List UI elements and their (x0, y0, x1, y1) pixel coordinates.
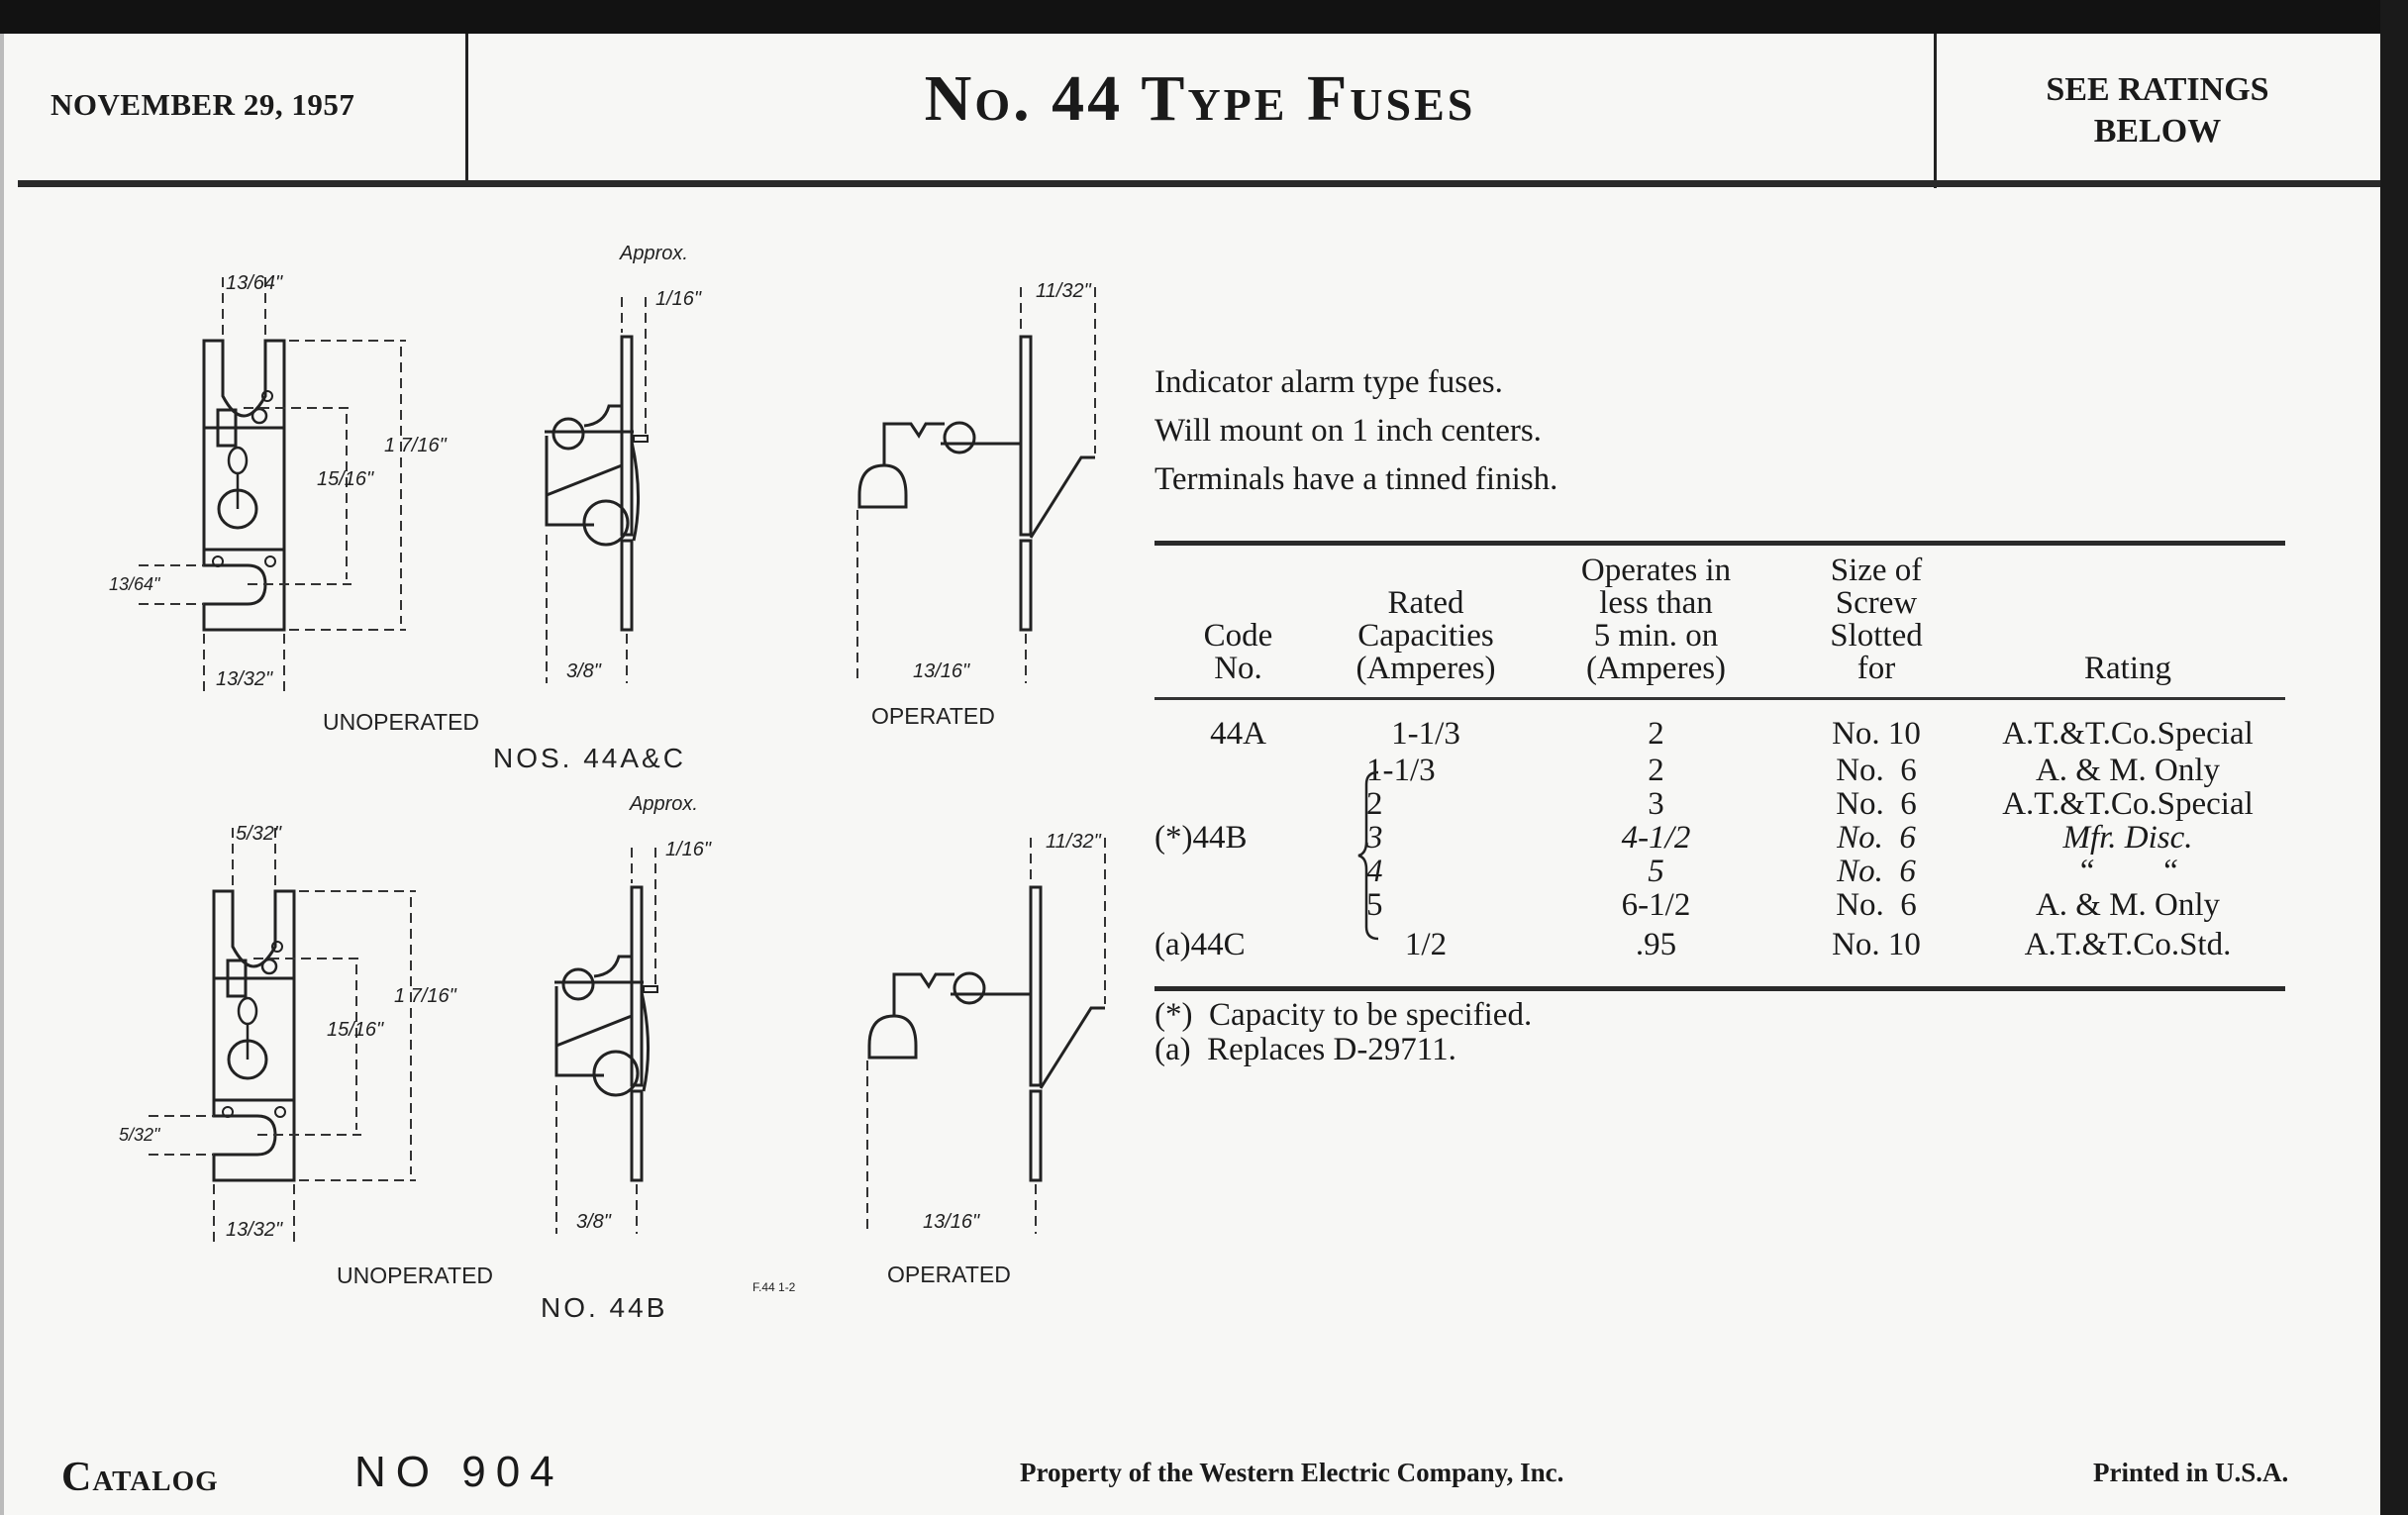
fuse-operated-view (865, 836, 1107, 1236)
brace-44b (1357, 770, 1379, 941)
unoperated-label: UNOPERATED (323, 709, 479, 735)
dim-depth: 3/8" (576, 1211, 612, 1233)
table-bottom-rule (1154, 986, 2285, 991)
operated-label: OPERATED (871, 703, 995, 729)
dim-slot-top: 13/64" (226, 272, 283, 294)
description-line: Indicator alarm type fuses. (1154, 364, 1503, 400)
footnote: (a) Replaces D-29711. (1154, 1032, 1456, 1067)
header-date: NOVEMBER 29, 1957 (50, 87, 355, 122)
dim-slot-top: 5/32" (236, 823, 282, 845)
header-rating: Rating (2084, 651, 2171, 686)
fuse-drawings: 13/64" 15/16" 1 7/16" 13/64" 13/32" Appr… (109, 243, 1107, 1323)
footnote: (*) Capacity to be specified. (1154, 997, 1533, 1033)
approx-label: Approx. (619, 243, 688, 264)
dim-gap: 1/16" (655, 288, 702, 310)
dim-overall-height: 1 7/16" (394, 985, 457, 1007)
dim-reach: 13/16" (923, 1211, 980, 1233)
dim-width: 13/32" (226, 1219, 283, 1241)
drawing-caption: NO. 44B (541, 1292, 667, 1323)
table-top-rule (1154, 541, 2285, 546)
scan-border-right (2380, 0, 2408, 1515)
footnotes: (*) Capacity to be specified. (a) Replac… (1154, 998, 1532, 1067)
footer-catalog-number: NO 904 (354, 1448, 564, 1496)
dim-slot-side: 5/32" (119, 1125, 161, 1145)
fuse-side-view (543, 295, 650, 685)
footer-catalog: Catalog (61, 1455, 219, 1500)
footer-printed: Printed in U.S.A. (2093, 1458, 2289, 1487)
dim-offset: 11/32" (1036, 280, 1092, 302)
ratings-note-line2: BELOW (2093, 113, 2222, 150)
dim-slot-side: 13/64" (109, 574, 161, 594)
dim-reach: 13/16" (913, 660, 970, 682)
ratings-note: SEE RATINGS BELOW (1935, 69, 2380, 152)
dim-width: 13/32" (216, 668, 273, 690)
description-line: Terminals have a tinned finish. (1154, 461, 1558, 497)
fuse-operated-view (855, 285, 1097, 685)
dim-offset: 11/32" (1046, 831, 1102, 853)
dim-overall-height: 1 7/16" (384, 435, 448, 456)
dim-inner-height: 15/16" (317, 468, 374, 490)
footer-property: Property of the Western Electric Company… (1020, 1458, 1564, 1487)
dim-depth: 3/8" (566, 660, 602, 682)
drawing-caption: NOS. 44A&C (493, 743, 686, 773)
description-line: Will mount on 1 inch centers. (1154, 413, 1542, 449)
ratings-note-line1: SEE RATINGS (2046, 71, 2269, 108)
dim-gap: 1/16" (665, 839, 712, 860)
description: Indicator alarm type fuses. Will mount o… (1154, 358, 1557, 504)
drawing-set-44a-c: 13/64" 15/16" 1 7/16" 13/64" 13/32" Appr… (109, 243, 1097, 773)
header-rule (18, 180, 2380, 187)
scan-border-left (0, 34, 4, 1515)
drawing-set-44b: 5/32" 15/16" 1 7/16" 5/32" 13/32" Approx… (119, 793, 1107, 1323)
operated-label: OPERATED (887, 1262, 1011, 1287)
unoperated-label: UNOPERATED (337, 1262, 493, 1288)
scan-border-top (0, 0, 2408, 34)
dim-inner-height: 15/16" (327, 1019, 384, 1041)
figure-ref: F.44 1-2 (752, 1280, 796, 1294)
header-divider-left (465, 34, 468, 180)
fuse-side-view (552, 846, 659, 1236)
page-title: No. 44 Type Fuses (924, 62, 1476, 135)
approx-label: Approx. (629, 793, 698, 815)
header-divider-right (1934, 34, 1937, 188)
